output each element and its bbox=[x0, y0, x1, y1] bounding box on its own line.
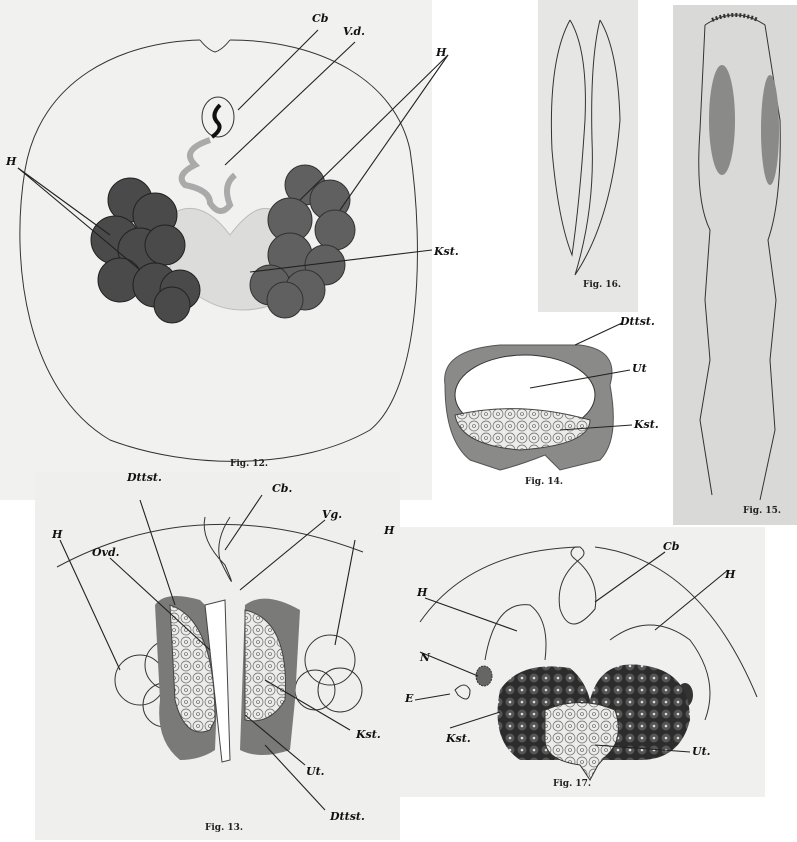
figure-13: Dttst. Cb. Vg. H H Ovd. Kst. Ut. Dttst. … bbox=[35, 471, 400, 840]
figure-caption: Fig. 16. bbox=[583, 280, 621, 290]
label-h-left: H bbox=[5, 155, 17, 168]
label-ut: Ut bbox=[632, 362, 647, 375]
cirrus-bursa bbox=[201, 96, 235, 138]
label-h-left: H bbox=[51, 528, 63, 541]
vas-deferens bbox=[178, 137, 237, 214]
label-kst: Kst. bbox=[633, 418, 659, 431]
label-ut: Ut. bbox=[692, 745, 711, 758]
label-h-right: H bbox=[724, 568, 736, 581]
figure-15: Fig. 15. bbox=[673, 5, 797, 525]
label-kst: Kst. bbox=[433, 245, 459, 258]
label-cb: Cb bbox=[312, 12, 329, 25]
label-h-right: H bbox=[383, 524, 395, 537]
figure-caption: Fig. 14. bbox=[525, 477, 563, 487]
figure-16: Fig. 16. bbox=[538, 0, 638, 312]
figure-caption: Fig. 13. bbox=[205, 823, 243, 833]
label-e: E bbox=[404, 692, 414, 705]
label-n: N bbox=[419, 651, 431, 664]
testes-left bbox=[90, 177, 201, 324]
label-h-left: H bbox=[416, 586, 428, 599]
figure-17: Cb H H N E Kst. Ut. Fig. 17. bbox=[400, 527, 765, 797]
label-ovd: Ovd. bbox=[92, 546, 120, 559]
label-dttst-top: Dttst. bbox=[126, 471, 162, 484]
label-cb: Cb bbox=[663, 540, 680, 553]
label-kst: Kst. bbox=[445, 732, 471, 745]
label-vd: V.d. bbox=[343, 25, 365, 38]
figure-14: Dttst. Ut Kst. Fig. 14. bbox=[432, 315, 672, 500]
figure-caption: Fig. 15. bbox=[743, 506, 781, 516]
label-vg: Vg. bbox=[322, 508, 342, 521]
label-cb: Cb. bbox=[272, 482, 292, 495]
label-dttst-bottom: Dttst. bbox=[329, 810, 365, 823]
body-outline bbox=[19, 39, 418, 462]
figure-caption: Fig. 12. bbox=[230, 459, 268, 469]
label-kst: Kst. bbox=[355, 728, 381, 741]
figure-12: Cb V.d. H H Kst. Fig. 12. bbox=[0, 0, 459, 500]
label-ut: Ut. bbox=[306, 765, 325, 778]
figure-caption: Fig. 17. bbox=[553, 779, 591, 789]
label-h-right: H bbox=[435, 46, 447, 59]
label-dttst: Dttst. bbox=[619, 315, 655, 328]
